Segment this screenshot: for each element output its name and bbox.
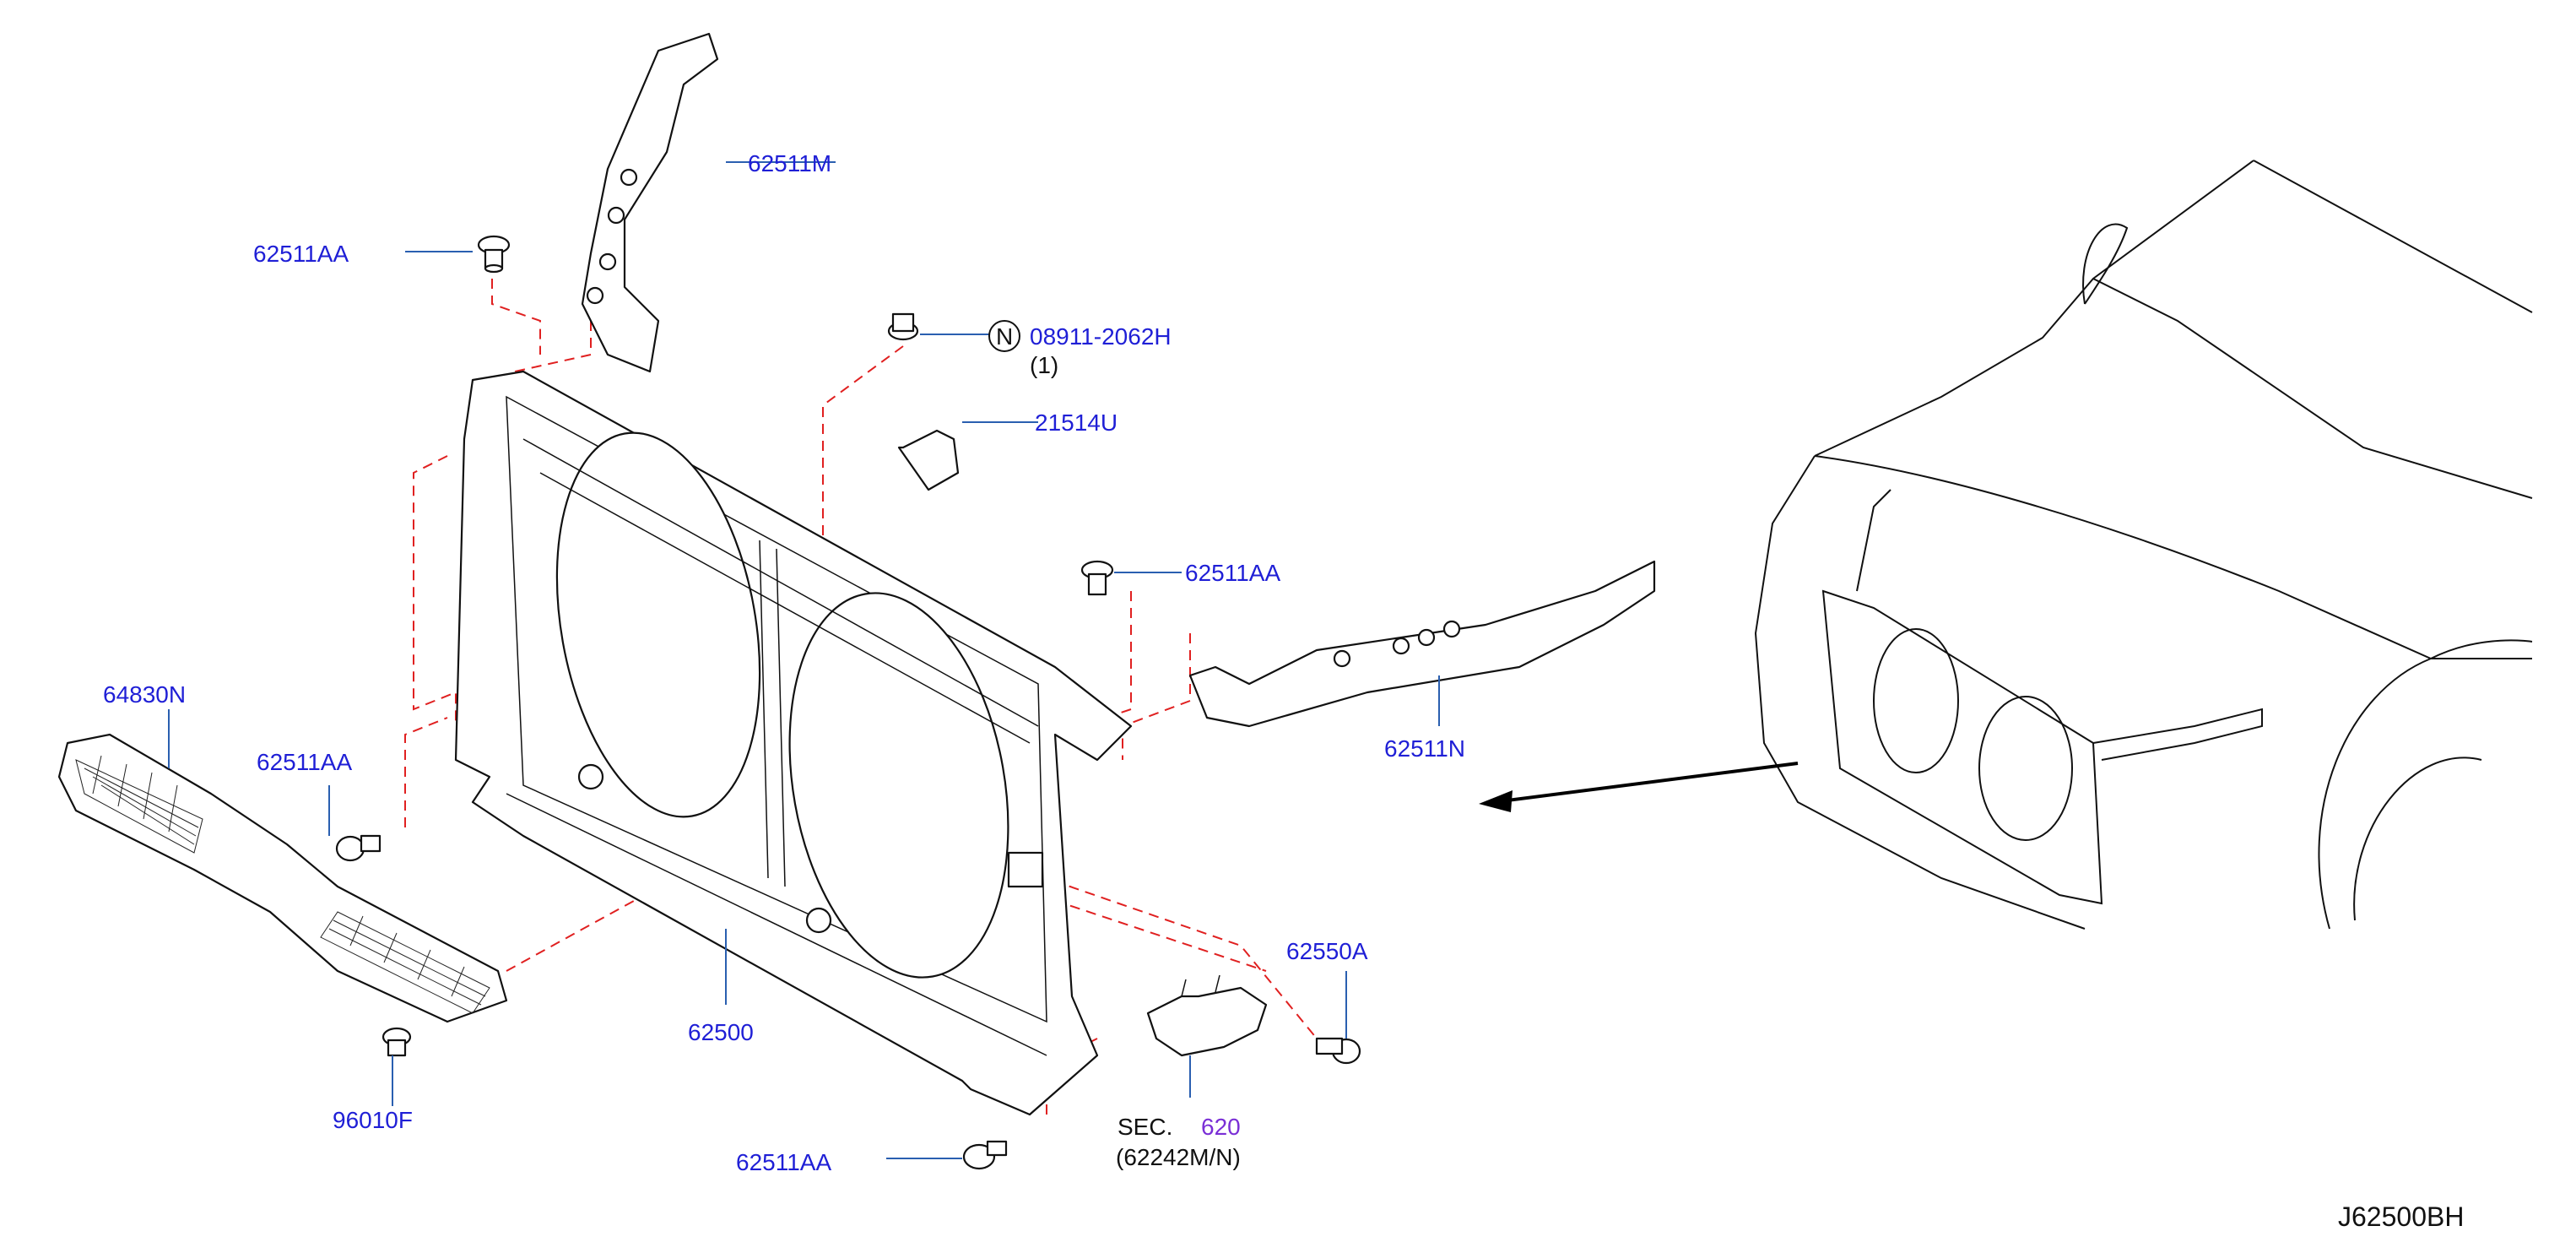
diagram-id: J62500BH [2338,1201,2464,1232]
nut-symbol-circle [988,320,1020,352]
location-arrow [1493,762,1799,804]
bolt-62511AA-top [477,235,511,274]
bracket-62511N [1188,560,1656,728]
callout-96010F[interactable]: 96010F [333,1107,413,1133]
hood-lock [1146,974,1268,1057]
callout-62500[interactable]: 62500 [688,1019,754,1045]
callout-21514U[interactable]: 21514U [1035,410,1118,436]
bolt-62550A [1315,1037,1361,1065]
section-sub-62242M-N: (62242M/N) [1116,1144,1241,1170]
bolt-62511AA-bottom [962,1140,1008,1170]
bracket-21514U [897,429,960,491]
radiator-core-support [454,370,1133,1116]
callout-62511AA-bottom[interactable]: 62511AA [736,1149,831,1175]
callout-08911-qty: (1) [1030,352,1058,378]
bracket-62511M [581,32,719,373]
bolt-62511AA-left [335,834,382,862]
clip-96010F [382,1027,412,1057]
bolt-62511AA-right [1080,560,1114,596]
callout-62550A[interactable]: 62550A [1286,938,1368,964]
nut-08911 [887,312,919,341]
callout-62511M[interactable]: 62511M [748,150,831,176]
callout-62511AA-right[interactable]: 62511AA [1185,560,1280,586]
leader-lines [168,161,1440,1159]
callout-62511N[interactable]: 62511N [1384,735,1465,762]
callout-62511AA-top[interactable]: 62511AA [253,241,349,267]
location-arrowhead [1479,790,1513,812]
section-prefix: SEC. [1118,1114,1172,1140]
nut-symbol: N [996,323,1013,350]
air-guide-64830N [57,733,508,1023]
callout-08911-2062H[interactable]: 08911-2062H [1030,323,1172,350]
callout-62511AA-left[interactable]: 62511AA [257,749,352,775]
vehicle-location-inset [1754,160,2533,930]
section-link-620[interactable]: 620 [1201,1114,1241,1140]
callout-64830N[interactable]: 64830N [103,681,186,708]
